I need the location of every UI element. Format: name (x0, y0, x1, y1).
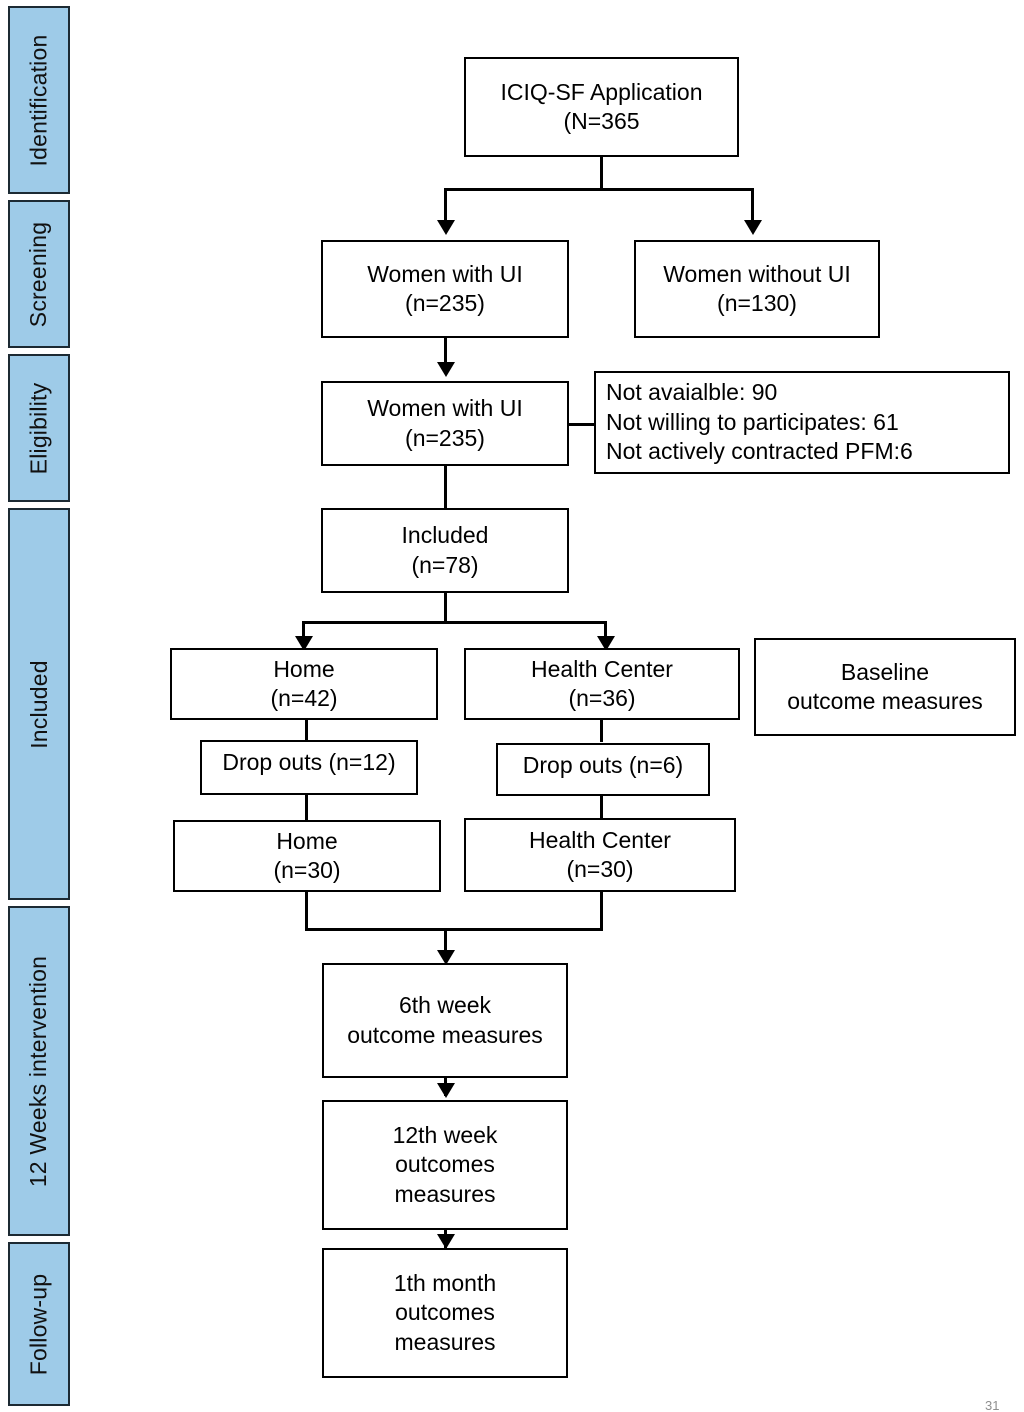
arrow-to-home-42 (295, 636, 313, 651)
connector-screening-to-eligibility (444, 338, 447, 366)
node-women-with-ui-screening-line1: Women with UI (367, 260, 523, 287)
node-home-42-line1: Home (273, 655, 335, 682)
stage-bar-eligibility: Eligibility (8, 354, 70, 502)
node-included: Included (n=78) (321, 508, 569, 593)
arrow-to-week6-measures (437, 950, 455, 965)
node-week6-measures: 6th week outcome measures (322, 963, 568, 1078)
connector-home30-down (305, 892, 308, 930)
node-health-center-36-line2: (n=36) (568, 685, 636, 711)
connector-to-exclusions (569, 423, 595, 426)
connector-split-left (444, 188, 447, 223)
connector-merge-trunk (444, 928, 447, 955)
node-home-42: Home (n=42) (170, 648, 438, 720)
connector-merge-arms (305, 928, 603, 931)
node-exclusions-line1: Not avaialble: 90 (606, 379, 778, 406)
node-week12-measures-line1: 12th week (392, 1121, 498, 1148)
connector-arm-left (302, 621, 305, 641)
node-women-with-ui-eligibility: Women with UI (n=235) (321, 381, 569, 466)
node-women-without-ui: Women without UI (n=130) (634, 240, 880, 338)
arrow-to-women-without-ui (744, 220, 762, 235)
node-baseline-measures: Baseline outcome measures (754, 638, 1016, 736)
node-dropouts-home-line1: Drop outs (n=12) (222, 749, 396, 775)
connector-included-trunk (444, 593, 447, 623)
node-women-with-ui-eligibility-line2: (n=235) (405, 424, 485, 451)
connector-dropouts-home-down (305, 795, 308, 822)
node-exclusions: Not avaialble: 90 Not willing to partici… (594, 371, 1010, 474)
node-iciq-application-line1: ICIQ-SF Application (500, 78, 703, 105)
stage-label-identification: Identification (25, 34, 52, 166)
node-women-without-ui-line1: Women without UI (663, 260, 851, 287)
node-week6-measures-line2: outcome measures (347, 1021, 543, 1048)
node-dropouts-health: Drop outs (n=6) (496, 743, 710, 796)
node-home-30: Home (n=30) (173, 820, 441, 892)
stage-bar-screening: Screening (8, 200, 70, 348)
connector-split-arms (302, 621, 607, 624)
arrow-to-eligibility (437, 362, 455, 377)
node-women-with-ui-screening-line2: (n=235) (405, 290, 485, 316)
node-included-line1: Included (401, 522, 489, 549)
stage-bar-identification: Identification (8, 6, 70, 194)
node-included-line2: (n=78) (411, 551, 479, 578)
node-month1-measures: 1th month outcomes measures (322, 1248, 568, 1378)
node-week12-measures-line2: outcomes (395, 1151, 495, 1178)
node-health-center-30: Health Center (n=30) (464, 818, 736, 892)
node-home-30-line1: Home (276, 827, 338, 854)
connector-home42-to-dropouts (305, 720, 308, 742)
node-month1-measures-line1: 1th month (393, 1269, 497, 1296)
node-iciq-application-line2: (N=365 (563, 108, 640, 134)
node-month1-measures-line3: measures (394, 1328, 496, 1355)
node-dropouts-health-line1: Drop outs (n=6) (522, 752, 684, 778)
connector-split-screening (444, 188, 754, 191)
stage-label-followup: Follow-up (25, 1273, 52, 1375)
node-baseline-measures-line2: outcome measures (787, 688, 983, 714)
node-health-center-30-line2: (n=30) (566, 856, 634, 882)
node-week12-measures-line3: measures (394, 1180, 496, 1207)
stage-bar-intervention: 12 Weeks intervention (8, 906, 70, 1236)
node-week12-measures: 12th week outcomes measures (322, 1100, 568, 1230)
node-exclusions-line2: Not willing to participates: 61 (606, 408, 899, 435)
node-dropouts-home: Drop outs (n=12) (200, 740, 418, 795)
page-number: 31 (985, 1398, 1000, 1412)
connector-eligibility-to-included (444, 466, 447, 510)
connector-dropouts-health-down (600, 796, 603, 820)
stage-bar-followup: Follow-up (8, 1242, 70, 1406)
node-exclusions-line3: Not actively contracted PFM:6 (606, 438, 913, 465)
node-women-with-ui-eligibility-line1: Women with UI (367, 395, 523, 422)
node-month1-measures-line2: outcomes (395, 1299, 495, 1326)
stage-label-included: Included (25, 659, 52, 749)
connector-iciq-trunk (600, 157, 603, 190)
connector-health30-down (600, 892, 603, 930)
node-health-center-30-line1: Health Center (529, 826, 671, 853)
arrow-to-month1-measures (437, 1234, 455, 1249)
arrow-to-health-center-36 (597, 636, 615, 651)
node-women-without-ui-line2: (n=130) (717, 290, 797, 316)
node-home-42-line2: (n=42) (270, 685, 338, 711)
node-health-center-36-line1: Health Center (531, 655, 673, 682)
connector-split-right (751, 188, 754, 223)
stage-label-eligibility: Eligibility (25, 382, 52, 474)
stage-label-screening: Screening (25, 221, 52, 327)
node-home-30-line2: (n=30) (273, 857, 341, 883)
node-week6-measures-line1: 6th week (398, 992, 492, 1019)
connector-health36-to-dropouts (600, 720, 603, 742)
arrow-to-week12-measures (437, 1083, 455, 1098)
node-baseline-measures-line1: Baseline (840, 658, 930, 685)
stage-label-intervention: 12 Weeks intervention (25, 955, 52, 1187)
node-iciq-application: ICIQ-SF Application (N=365 (464, 57, 739, 157)
node-women-with-ui-screening: Women with UI (n=235) (321, 240, 569, 338)
arrow-to-women-with-ui (437, 220, 455, 235)
node-health-center-36: Health Center (n=36) (464, 648, 740, 720)
stage-bar-included: Included (8, 508, 70, 900)
connector-arm-right (604, 621, 607, 641)
